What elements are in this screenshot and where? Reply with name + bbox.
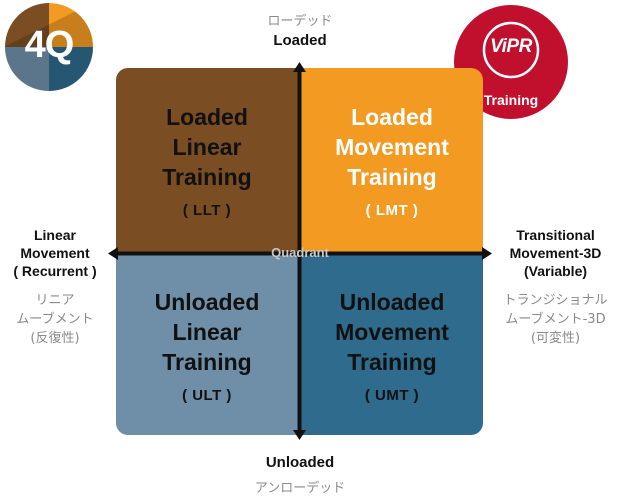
ult-abbr: ( ULT ) xyxy=(182,386,232,404)
ult-line1: Unloaded xyxy=(154,288,260,315)
lmt-line3: Training xyxy=(347,163,437,190)
right-axis-jp-line2: ムーブメント-3D xyxy=(505,312,606,327)
left-axis-jp-line3: (反復性) xyxy=(30,331,80,346)
left-axis-jp-line2: ムーブメント xyxy=(16,312,94,327)
quadrant-umt: Unloaded Movement Training ( UMT ) xyxy=(301,255,483,435)
llt-abbr: ( LLT ) xyxy=(182,201,232,219)
umt-line1: Unloaded xyxy=(339,288,445,315)
umt-abbr: ( UMT ) xyxy=(364,386,420,404)
quadrant-lmt: Loaded Movement Training ( LMT ) xyxy=(301,68,483,252)
top-axis-jp-label: ローデッド xyxy=(267,14,333,29)
right-axis-jp-line1: トランジショナル xyxy=(503,293,608,308)
right-axis-line2: Movement-3D xyxy=(509,245,602,261)
left-axis-line1: Linear xyxy=(33,227,76,243)
right-axis-jp-line3: (可変性) xyxy=(530,331,581,346)
vipr-brand: ViPR xyxy=(490,36,532,57)
left-axis-line2: Movement xyxy=(20,245,90,261)
llt-line1: Loaded xyxy=(166,103,248,130)
quadrant-llt: Loaded Linear Training ( LLT ) xyxy=(116,68,298,252)
umt-line2: Movement xyxy=(335,318,449,345)
4q-logo-icon xyxy=(5,3,93,91)
lmt-line1: Loaded xyxy=(351,103,433,130)
top-axis-label: Loaded xyxy=(273,32,327,49)
umt-line3: Training xyxy=(347,348,437,375)
llt-line3: Training xyxy=(162,163,252,190)
llt-line2: Linear xyxy=(172,133,242,160)
bottom-axis-jp-label: アンローデッド xyxy=(254,481,346,496)
left-axis-jp-line1: リニア xyxy=(35,293,75,308)
right-axis-line1: Transitional xyxy=(516,227,595,243)
logo-text: 4Q xyxy=(24,24,75,66)
quadrant-ult: Unloaded Linear Training ( ULT ) xyxy=(116,255,298,435)
center-quadrant-label: Quadrant xyxy=(271,245,329,260)
left-axis-line3: ( Recurrent ) xyxy=(13,263,97,279)
lmt-abbr: ( LMT ) xyxy=(365,201,419,219)
bottom-axis-label: Unloaded xyxy=(265,454,335,471)
4q-logo: 4Q xyxy=(4,2,94,92)
ult-line2: Linear xyxy=(172,318,242,345)
ult-line3: Training xyxy=(162,348,252,375)
right-axis-line3: (Variable) xyxy=(523,263,588,279)
lmt-line2: Movement xyxy=(335,133,449,160)
badge-label: Training xyxy=(483,92,539,108)
